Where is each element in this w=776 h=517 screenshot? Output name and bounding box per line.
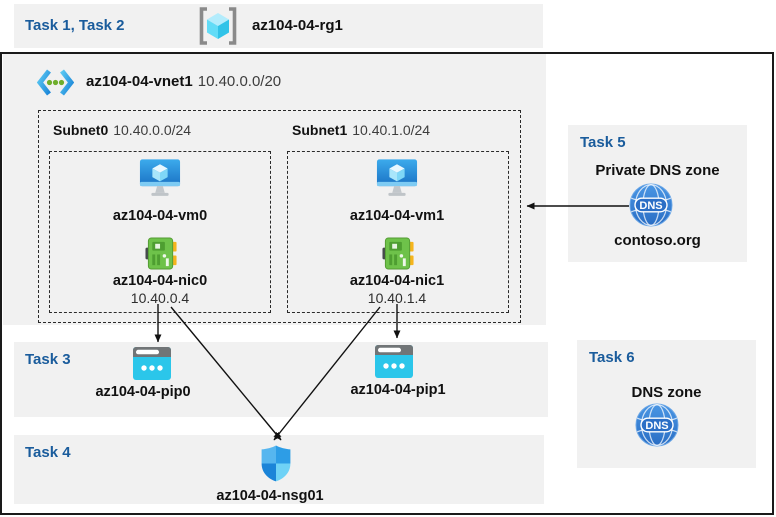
dns-zone-icon: DNS <box>635 403 679 447</box>
subnet1-cidr: 10.40.1.0/24 <box>352 122 431 138</box>
nic-name: az104-04-nic1 <box>349 273 445 289</box>
header-band: Task 1, Task 2 <box>14 4 543 48</box>
subnet0-cidr: 10.40.0.0/24 <box>113 122 192 138</box>
public-ip-icon <box>375 345 413 378</box>
dns-badge-text: DNS <box>645 420 668 432</box>
dns-zone-title: DNS zone <box>631 384 702 401</box>
pip-name: az104-04-pip1 <box>350 382 446 398</box>
task5-box: Task 5 Private DNS zone DNS contoso.org <box>568 125 747 262</box>
vm-name: az104-04-vm1 <box>349 208 445 224</box>
nsg-name: az104-04-nsg01 <box>216 488 324 504</box>
subnet0-name: Subnet0 <box>53 122 109 138</box>
task3-label: Task 3 <box>25 351 71 368</box>
vnet-container <box>3 54 546 325</box>
vm-icon <box>376 159 418 196</box>
resource-group-icon <box>199 7 237 45</box>
task-1-2-label: Task 1, Task 2 <box>25 17 125 34</box>
nic-icon <box>145 237 177 270</box>
private-dns-zone-title: Private DNS zone <box>595 162 720 179</box>
dns-badge-text: DNS <box>639 200 662 212</box>
task6-label: Task 6 <box>589 349 635 366</box>
task4-label: Task 4 <box>25 444 71 461</box>
task5-label: Task 5 <box>580 134 626 151</box>
dns-zone-icon: DNS <box>629 183 673 227</box>
vm-icon <box>139 159 181 196</box>
vnet-cidr: 10.40.0.0/20 <box>197 73 282 90</box>
vm-name: az104-04-vm0 <box>112 208 208 224</box>
virtual-network-icon <box>37 69 74 96</box>
public-ip-icon <box>133 347 171 380</box>
private-dns-zone-name: contoso.org <box>614 232 701 249</box>
subnet1-name: Subnet1 <box>292 122 348 138</box>
nic-icon <box>382 237 414 270</box>
nic-name: az104-04-nic0 <box>112 273 208 289</box>
subnet0-box <box>49 151 271 313</box>
subnet1-box <box>287 151 509 313</box>
pip-name: az104-04-pip0 <box>95 384 191 400</box>
nsg-icon <box>261 445 291 482</box>
task6-box: Task 6 DNS zone DNS <box>577 340 756 468</box>
nic-ip: 10.40.0.4 <box>130 290 190 306</box>
nic-ip: 10.40.1.4 <box>367 290 427 306</box>
task3-band <box>14 342 548 417</box>
vnet-name: az104-04-vnet1 <box>86 73 193 90</box>
resource-group-name: az104-04-rg1 <box>252 17 343 34</box>
